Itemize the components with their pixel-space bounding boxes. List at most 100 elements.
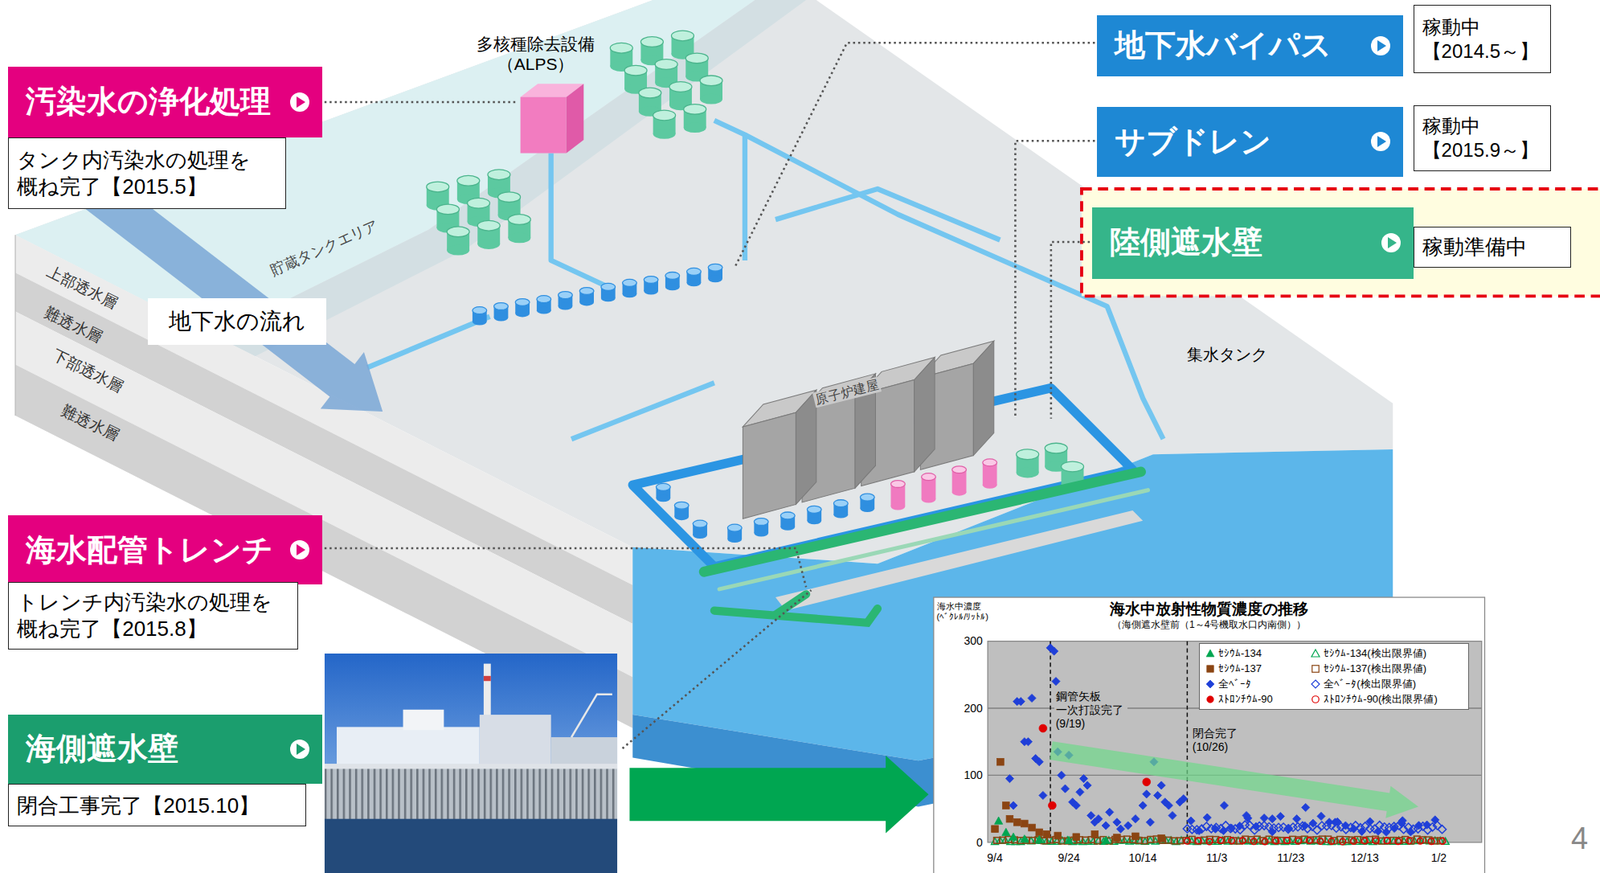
well-tank (687, 267, 702, 287)
storage-tank (699, 75, 723, 105)
status-box: 稼動中 【2015.9～】 (1413, 105, 1551, 172)
reactor-building (914, 357, 935, 472)
data-point (1358, 826, 1367, 835)
data-point (1165, 836, 1172, 843)
play-icon (296, 544, 306, 556)
data-point (1305, 837, 1313, 844)
data-point (1023, 737, 1032, 746)
data-point (1027, 693, 1036, 702)
well-tank (643, 276, 659, 295)
well-tank (558, 291, 573, 311)
data-point (1039, 790, 1048, 799)
data-point (1094, 837, 1101, 844)
node-text: 汚染水の浄化処理 (25, 82, 271, 122)
well-tank (601, 282, 616, 302)
data-point (1219, 826, 1228, 835)
data-point (1349, 824, 1358, 833)
play-icon (1369, 34, 1392, 58)
status-box: 稼動準備中 (1413, 226, 1572, 268)
leader-line (324, 42, 1096, 749)
chart-frame (1049, 641, 1052, 843)
alps-unit (520, 97, 567, 154)
play-icon (1387, 237, 1397, 249)
data-point (1184, 837, 1191, 844)
data-point (1283, 837, 1290, 844)
groundwater-arrow (84, 175, 383, 412)
pipe (775, 188, 1000, 241)
label-band: サブドレン (1096, 106, 1404, 176)
subdrain-tank (1016, 449, 1040, 479)
label-band: 汚染水の浄化処理 (8, 66, 323, 139)
data-point (1228, 837, 1236, 844)
data-point (1146, 836, 1154, 843)
data-point (1217, 837, 1224, 844)
data-point (1372, 837, 1380, 844)
well-tank (472, 306, 487, 326)
data-point (1083, 781, 1092, 790)
data-point (1060, 784, 1069, 793)
data-point (1439, 838, 1446, 845)
data-point (1374, 826, 1383, 835)
legend-text: ｾｼｳﾑ-137(検出限界値) (1323, 661, 1427, 676)
data-point (1101, 821, 1110, 830)
node-text: 地下水バイパス (1114, 26, 1332, 66)
data-point (1145, 818, 1154, 827)
data-point (1142, 777, 1151, 786)
ocean (775, 510, 1143, 610)
reactor-building (795, 389, 816, 504)
data-point (1211, 824, 1220, 833)
data-point (1295, 837, 1302, 844)
data-point (1366, 817, 1375, 826)
data-point (1260, 814, 1269, 823)
legend-item: 全ﾍﾞｰﾀ (1204, 676, 1299, 692)
data-point (1268, 827, 1277, 836)
data-point (1362, 837, 1369, 844)
axis-tick: 10/14 (1129, 851, 1158, 865)
chart-frame (987, 641, 1482, 843)
data-point (1405, 837, 1413, 844)
data-point (1168, 810, 1177, 819)
legend-marker (1204, 693, 1216, 705)
data-point (1028, 823, 1036, 831)
label-band: 海側遮水壁 (8, 714, 323, 784)
data-point (1284, 837, 1291, 844)
data-point (1158, 834, 1166, 843)
data-point (994, 816, 1003, 824)
data-point (1252, 822, 1261, 831)
leader-line (1014, 140, 1095, 417)
data-point (1339, 838, 1347, 845)
data-point (1029, 837, 1036, 844)
axis-tick: 0 (976, 834, 983, 849)
well-tank (472, 263, 723, 325)
subdrain-tank (806, 505, 822, 524)
data-point (1325, 818, 1334, 827)
well-tank (494, 302, 509, 322)
data-point (1383, 837, 1391, 844)
data-point (1309, 818, 1318, 827)
axis-tick: 1/2 (1431, 851, 1447, 865)
data-point (997, 757, 1005, 766)
result-arrow (629, 755, 929, 834)
data-point (1341, 821, 1350, 830)
node-text: 地下水の流れ (168, 306, 306, 336)
data-point (1194, 837, 1202, 844)
subdrain-tank (982, 458, 998, 489)
leader-line (622, 589, 812, 749)
site-photo (324, 763, 618, 769)
legend-text: ｾｼｳﾑ-137 (1218, 662, 1262, 675)
pipe (367, 316, 490, 369)
axis-tick: 9/4 (986, 851, 1003, 865)
storage-tank (653, 110, 676, 140)
pipe (551, 153, 613, 290)
data-point (1124, 821, 1133, 830)
data-point (1395, 838, 1402, 845)
chart-frame (933, 597, 1486, 873)
data-point (1124, 835, 1131, 843)
data-point (1132, 832, 1140, 840)
reactor-building (742, 412, 796, 519)
subdrain-tank (753, 518, 769, 537)
legend-item: ｽﾄﾛﾝﾁｳﾑ-90 (1204, 691, 1299, 707)
play-icon (288, 538, 311, 561)
play-icon (1381, 233, 1401, 253)
data-point (1002, 802, 1011, 810)
